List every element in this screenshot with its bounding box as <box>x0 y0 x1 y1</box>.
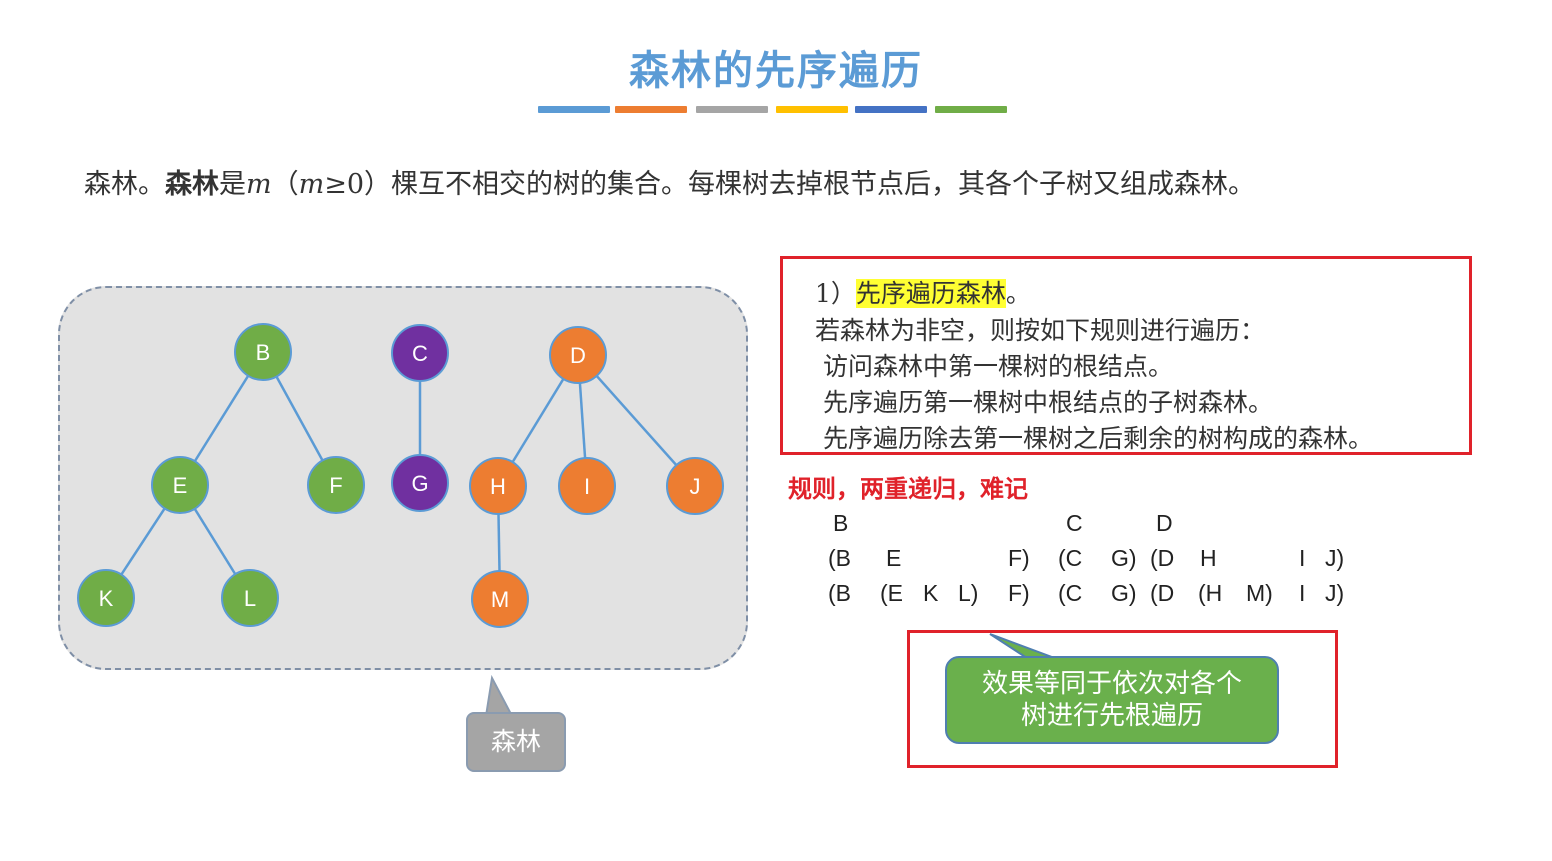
tree-node-circle <box>151 456 209 514</box>
red-note: 规则，两重递归，难记 <box>788 475 1028 503</box>
seq-token: (C <box>1058 545 1083 571</box>
color-bar-segment <box>615 106 687 113</box>
rule-line-2: 若森林为非空，则按如下规则进行遍历： <box>815 316 1266 345</box>
tree-node-circle <box>77 569 135 627</box>
rule-line-3: 访问森林中第一棵树的根结点。 <box>823 352 1174 381</box>
color-bar-segment <box>696 106 768 113</box>
seq-token: I <box>1299 545 1306 571</box>
seq-token: H <box>1200 545 1217 571</box>
rule-period: 。 <box>1005 279 1031 308</box>
tree-node-label: G <box>411 471 428 496</box>
forest-definition: 森林。森林是m（m≥0）棵互不相交的树的集合。每棵树去掉根节点后，其各个子树又组… <box>84 162 1255 201</box>
seq-token: L) <box>958 580 979 606</box>
rule-number: 1） <box>815 279 856 308</box>
tree-node-label: J <box>690 474 701 499</box>
tree-node-c: C <box>391 324 449 382</box>
seq-token: (D <box>1150 545 1175 571</box>
tree-node-circle <box>549 326 607 384</box>
effect-callout: 效果等同于依次对各个 树进行先根遍历 <box>945 656 1279 744</box>
tree-node-label: D <box>570 343 586 368</box>
tree-node-g: G <box>391 454 449 512</box>
rule-line-4: 先序遍历第一棵树中根结点的子树森林。 <box>823 388 1274 417</box>
effect-box <box>907 630 1338 768</box>
color-bar-segment <box>935 106 1007 113</box>
tree-node-label: B <box>256 340 271 365</box>
tree-node-label: K <box>99 586 114 611</box>
tree-node-circle <box>469 457 527 515</box>
tree-node-label: L <box>244 586 256 611</box>
definition-var-m2: m <box>298 169 325 200</box>
seq-token: B <box>833 510 849 536</box>
tree-node-h: H <box>469 457 527 515</box>
tree-node-label: M <box>491 587 509 612</box>
tree-node-circle <box>558 457 616 515</box>
seq-token: (D <box>1150 580 1175 606</box>
color-bar-segment <box>855 106 927 113</box>
effect-line-2: 树进行先根遍历 <box>1020 701 1203 731</box>
page-title: 森林的先序遍历 <box>629 47 923 94</box>
tree-node-label: H <box>490 474 506 499</box>
seq-token: E <box>886 545 902 571</box>
rule-line-5: 先序遍历除去第一棵树之后剩余的树构成的森林。 <box>823 424 1374 453</box>
seq-token: J) <box>1325 580 1345 606</box>
seq-token: (B <box>828 545 851 571</box>
tree-node-circle <box>307 456 365 514</box>
tree-node-e: E <box>151 456 209 514</box>
seq-token: I <box>1299 580 1306 606</box>
tree-node-circle <box>471 570 529 628</box>
color-bar-segment <box>538 106 610 113</box>
seq-token: G) <box>1111 580 1137 606</box>
tree-node-k: K <box>77 569 135 627</box>
tree-node-circle <box>391 454 449 512</box>
tree-node-d: D <box>549 326 607 384</box>
tree-node-label: C <box>412 341 428 366</box>
rule-box <box>780 256 1472 455</box>
tree-node-b: B <box>234 323 292 381</box>
seq-token: K <box>923 580 939 606</box>
seq-token: G) <box>1111 545 1137 571</box>
definition-verb: 是 <box>219 169 246 200</box>
tree-node-label: I <box>584 474 590 499</box>
tree-node-label: F <box>329 473 342 498</box>
tree-node-label: E <box>173 473 188 498</box>
seq-token: (B <box>828 580 851 606</box>
seq-token: F) <box>1008 545 1030 571</box>
rule-line-1: 1）先序遍历森林。 <box>815 274 1031 310</box>
seq-token: C <box>1066 510 1083 536</box>
seq-token: D <box>1156 510 1173 536</box>
color-bar-segment <box>776 106 848 113</box>
rule-highlight: 先序遍历森林 <box>855 279 1006 308</box>
seq-token: J) <box>1325 545 1345 571</box>
seq-token: (H <box>1198 580 1223 606</box>
seq-token: F) <box>1008 580 1030 606</box>
seq-token: (C <box>1058 580 1083 606</box>
tree-node-circle <box>234 323 292 381</box>
definition-bold-term: 森林 <box>165 169 219 200</box>
definition-var-m: m <box>246 169 272 200</box>
seq-token: M) <box>1246 580 1273 606</box>
tree-node-m: M <box>471 570 529 628</box>
tree-node-circle <box>391 324 449 382</box>
tree-node-j: J <box>666 457 724 515</box>
tree-node-i: I <box>558 457 616 515</box>
definition-paren: （ <box>271 169 299 200</box>
tree-edge <box>577 354 696 487</box>
tree-node-circle <box>221 569 279 627</box>
forest-callout: 森林 <box>466 712 566 772</box>
effect-line-1: 效果等同于依次对各个 <box>981 669 1242 699</box>
tree-node-f: F <box>307 456 365 514</box>
seq-token: (E <box>880 580 903 606</box>
definition-rest: ≥0）棵互不相交的树的集合。每棵树去掉根节点后，其各个子树又组成森林。 <box>324 169 1256 200</box>
tree-node-l: L <box>221 569 279 627</box>
tree-node-circle <box>666 457 724 515</box>
definition-term: 森林。 <box>84 169 165 200</box>
